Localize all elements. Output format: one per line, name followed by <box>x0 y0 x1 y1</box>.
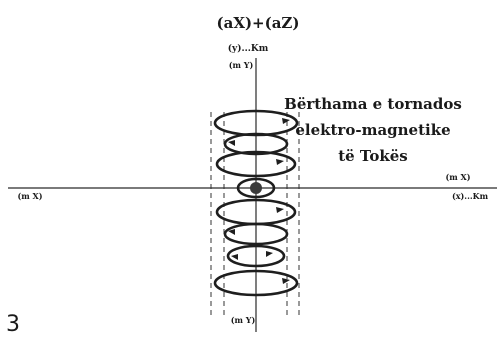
field-loop <box>223 222 289 246</box>
arrow-icon <box>228 140 235 146</box>
diagram-title: (aX)+(aZ) <box>217 14 300 32</box>
arrow-icon <box>231 254 238 260</box>
core-dot <box>250 182 262 194</box>
arrow-icon <box>282 278 290 284</box>
x-axis-right-label: (m X) <box>445 172 470 182</box>
x-axis-left-label: (m X) <box>17 191 42 201</box>
arrow-icon <box>266 251 273 257</box>
y-axis-top-label: (m Y) <box>229 60 254 70</box>
y-axis-unit-label: (y)...Km <box>228 43 269 54</box>
caption-line-2: elektro-magnetike <box>295 121 450 139</box>
field-loop <box>236 177 276 199</box>
field-loop <box>215 150 297 178</box>
arrow-icon <box>282 118 290 124</box>
arrow-icon <box>276 159 284 165</box>
x-axis-unit-label: (x)...Km <box>452 191 489 201</box>
tornado-core <box>213 109 299 297</box>
caption-line-3: të Tokës <box>338 147 408 165</box>
field-loop <box>213 269 299 297</box>
arrow-icon <box>228 229 235 235</box>
arrow-icon <box>276 207 284 213</box>
caption-line-1: Bërthama e tornados <box>284 95 462 113</box>
field-loop <box>223 132 289 156</box>
field-loop <box>226 244 286 268</box>
page-number: 3 <box>6 312 20 337</box>
y-axis-bottom-label: (m Y) <box>231 315 256 325</box>
